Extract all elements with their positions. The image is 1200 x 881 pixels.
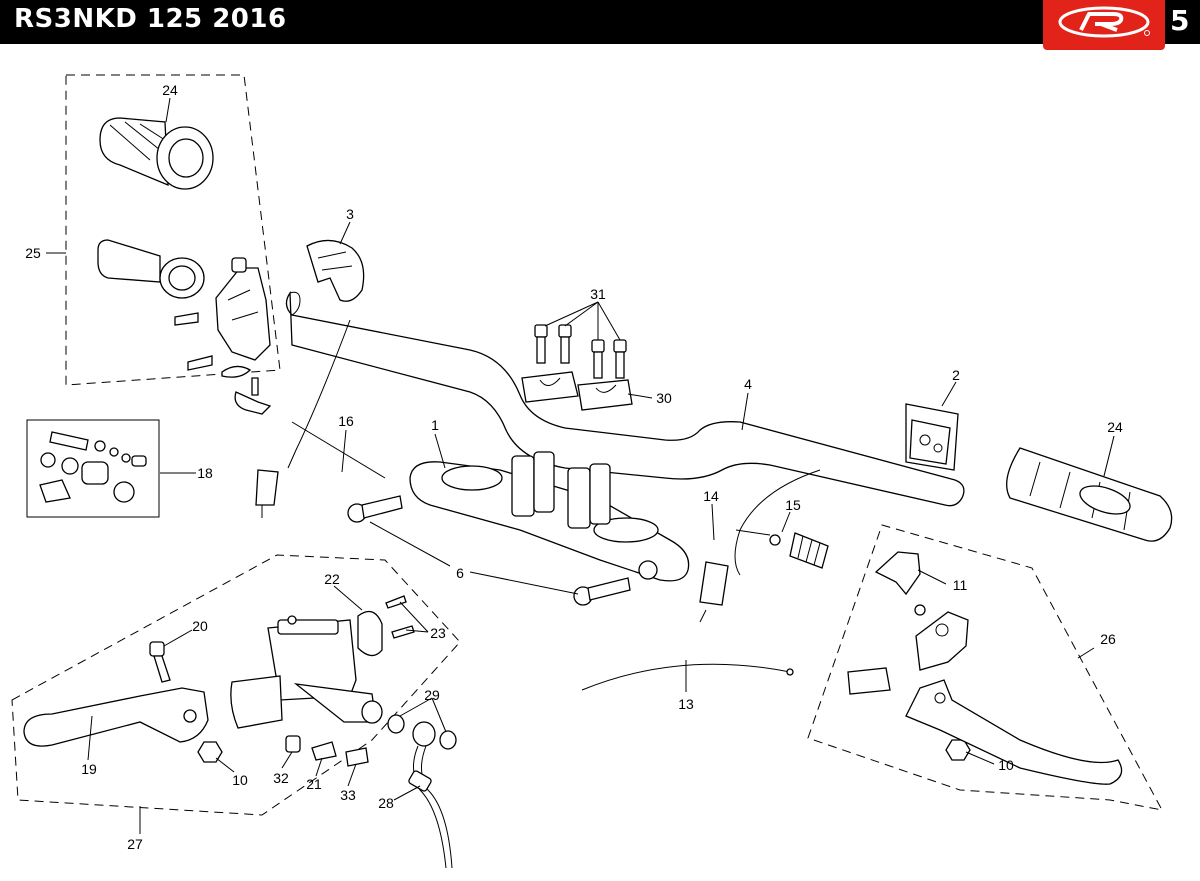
callout-16: 16 bbox=[338, 413, 354, 429]
part-32-part bbox=[285, 735, 301, 753]
callout-22: 22 bbox=[324, 571, 340, 587]
callout-31: 31 bbox=[590, 286, 606, 302]
callout-4: 4 bbox=[744, 376, 752, 392]
part-6-bolts bbox=[347, 495, 631, 606]
callout-33: 33 bbox=[340, 787, 356, 803]
callout-23: 23 bbox=[430, 625, 446, 641]
group-26-outline bbox=[807, 524, 1163, 811]
page-title: RS3NKD 125 2016 bbox=[14, 4, 287, 34]
part-14-switch bbox=[699, 469, 821, 623]
group-27-outline bbox=[11, 554, 461, 816]
callout-10-left: 10 bbox=[232, 772, 248, 788]
part-26-clutch-lever bbox=[905, 679, 1123, 785]
part-16-cable bbox=[255, 319, 386, 518]
callout-32: 32 bbox=[273, 770, 289, 786]
callout-20: 20 bbox=[192, 618, 208, 634]
part-26-small-ring bbox=[914, 604, 926, 616]
part-33-part bbox=[345, 747, 369, 767]
part-11-bracket bbox=[874, 551, 921, 596]
callout-1: 1 bbox=[431, 417, 439, 433]
callout-3: 3 bbox=[346, 206, 354, 222]
part-30-clamps bbox=[521, 371, 633, 411]
part-31-bolts bbox=[534, 324, 627, 379]
part-28-brake-hose bbox=[408, 721, 453, 869]
part-23-screws bbox=[385, 595, 415, 639]
callout-18: 18 bbox=[197, 465, 213, 481]
right-grip-part bbox=[1006, 447, 1173, 542]
master-cylinder-part bbox=[230, 615, 383, 729]
part-2-switch bbox=[905, 403, 959, 471]
part-29-washers bbox=[387, 714, 457, 750]
part-10-nut-left bbox=[197, 741, 223, 763]
leader-lines bbox=[46, 97, 1115, 834]
part-19-brake-lever bbox=[23, 687, 209, 747]
callout-11: 11 bbox=[953, 577, 968, 593]
part-22-clamp bbox=[357, 610, 383, 657]
part-18-kit bbox=[39, 431, 147, 503]
callout-25: 25 bbox=[25, 245, 41, 261]
callout-30: 30 bbox=[656, 390, 672, 406]
part-13-cable-end bbox=[786, 668, 794, 676]
callout-21: 21 bbox=[306, 776, 322, 792]
brand-logo bbox=[1043, 0, 1165, 50]
throttle-tube-part bbox=[97, 239, 205, 299]
left-grip-part bbox=[99, 117, 214, 190]
callout-28: 28 bbox=[378, 795, 394, 811]
page-number: 5 bbox=[1170, 4, 1190, 37]
callout-26: 26 bbox=[1100, 631, 1116, 647]
callout-24-right: 24 bbox=[1107, 419, 1123, 435]
throttle-housing-part bbox=[174, 257, 272, 415]
group-18-box bbox=[26, 419, 160, 518]
callout-19: 19 bbox=[81, 761, 97, 777]
part-1-top-clamp bbox=[409, 451, 690, 582]
callout-10-right: 10 bbox=[998, 757, 1014, 773]
callout-27: 27 bbox=[127, 836, 143, 852]
part-13-cable bbox=[581, 663, 791, 691]
callout-24-left: 24 bbox=[162, 82, 178, 98]
callout-15: 15 bbox=[785, 497, 801, 513]
callout-13: 13 bbox=[678, 696, 694, 712]
part-21-switch-part bbox=[311, 741, 337, 761]
part-3-switch-cover bbox=[306, 239, 365, 302]
callout-6: 6 bbox=[456, 565, 464, 581]
callout-29: 29 bbox=[424, 687, 440, 703]
part-20-bolt bbox=[149, 641, 171, 683]
callout-2: 2 bbox=[952, 367, 960, 383]
part-26-clutch-perch bbox=[847, 611, 969, 695]
callout-14: 14 bbox=[703, 488, 719, 504]
part-15-boot bbox=[769, 532, 829, 569]
header-bar: RS3NKD 125 2016 5 bbox=[0, 0, 1200, 50]
